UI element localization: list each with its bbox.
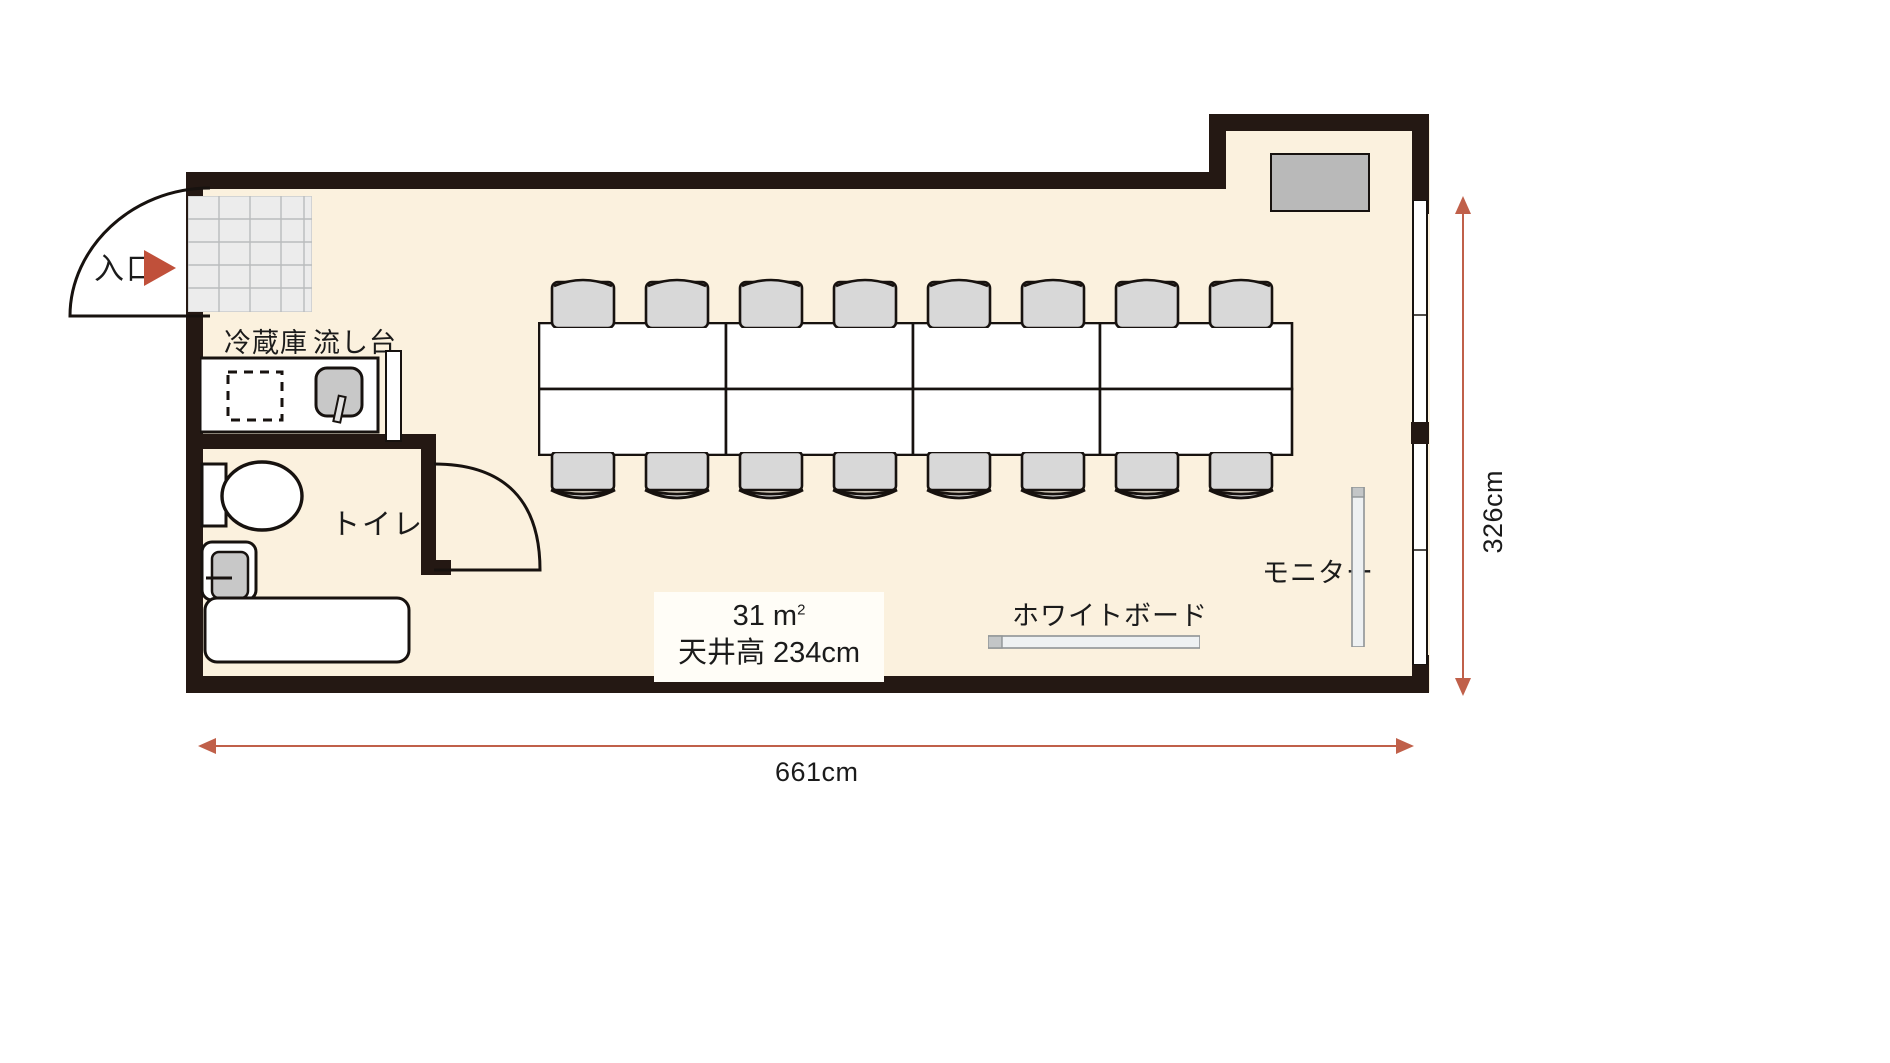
chairs-bottom-row [550, 452, 1274, 500]
dimension-vertical-line [1462, 205, 1464, 683]
area-caption-box: 31 m2 天井高 234cm [654, 592, 884, 683]
wall-kitchen-toilet-divider [186, 434, 436, 449]
ceiling-height-label: 天井高 234cm [677, 637, 861, 670]
dimension-width-label: 661cm [775, 757, 859, 787]
dimension-horizontal-line [208, 745, 1404, 747]
conference-tables [538, 322, 1294, 456]
whiteboard-icon [988, 635, 1200, 649]
bathtub-icon [203, 596, 411, 664]
wall-cabinet-icon [1270, 153, 1370, 212]
entrance-arrow-icon [144, 250, 176, 286]
wall-right [1412, 114, 1429, 214]
dimension-horizontal-arrows [198, 738, 1414, 754]
area-value-label: 31 m2 [732, 600, 806, 632]
window-right-wall [1411, 200, 1429, 665]
wall-toilet-right [421, 434, 436, 574]
refrigerator-icon [226, 370, 284, 422]
dimension-vertical-arrows [1455, 196, 1471, 696]
wall-alcove-top [1209, 114, 1424, 131]
monitor-icon [1351, 487, 1365, 647]
sink-label: 流し台 [313, 328, 397, 358]
wash-basin-icon [200, 540, 258, 602]
whiteboard-label: ホワイトボード [1012, 601, 1208, 631]
kitchen-counter [200, 356, 380, 434]
wall-top-left [186, 172, 1226, 189]
refrigerator-label: 冷蔵庫 [224, 328, 308, 358]
dimension-depth-label: 326cm [1478, 470, 1508, 554]
wall-alcove-riser [1209, 114, 1226, 189]
entrance-door-swing [68, 186, 211, 318]
wall-bottom [186, 676, 1429, 693]
toilet-icon [200, 460, 304, 532]
entrance-tile-grid [188, 196, 312, 312]
toilet-label: トイレ [331, 509, 425, 541]
toilet-door-swing [433, 462, 542, 572]
sink-icon [314, 366, 364, 424]
chairs-top-row [550, 278, 1274, 328]
kitchen-counter-post [385, 350, 402, 442]
